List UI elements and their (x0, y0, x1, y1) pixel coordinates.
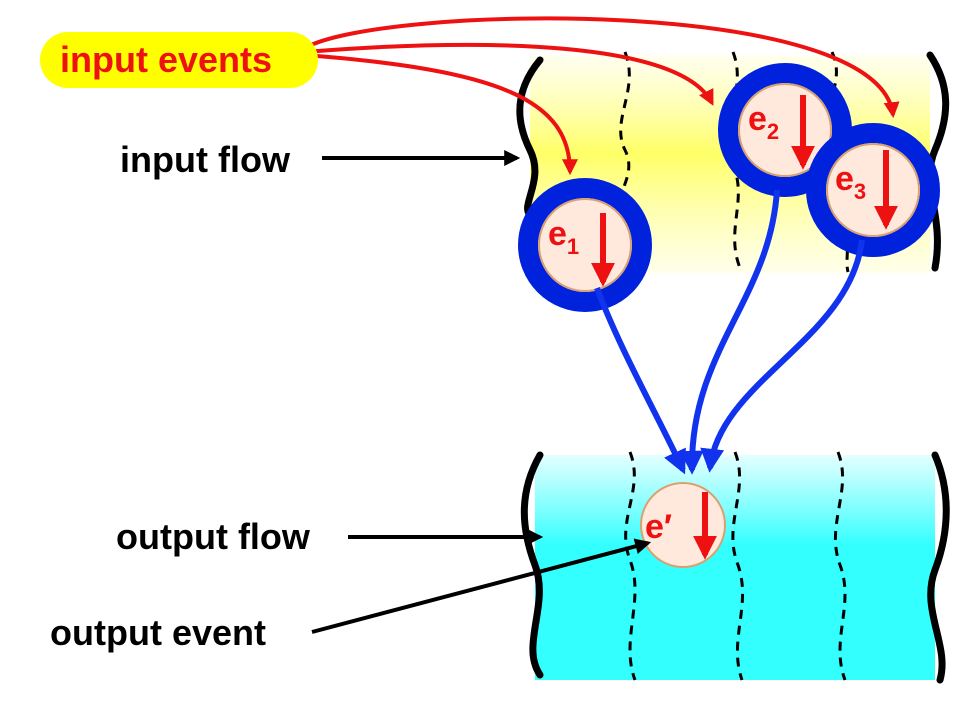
event-e2[interactable]: e2 (718, 63, 852, 197)
event-e1[interactable]: e1 (518, 178, 652, 312)
input-flow-label: input flow (120, 139, 291, 180)
output-flow-band (520, 451, 950, 684)
event-e3[interactable]: e3 (806, 123, 940, 257)
arrow-output-event-pointer (311, 538, 652, 634)
arrow-input-to-e2 (304, 42, 714, 106)
output-event-node[interactable]: e′ (640, 482, 726, 568)
arrow-e3-to-output (700, 239, 865, 473)
event-e3-label: e3 (835, 160, 866, 204)
input-events-badge[interactable]: input events (40, 32, 318, 88)
arrow-e2-to-output (679, 189, 780, 475)
arrow-input-to-e1 (304, 53, 578, 176)
output-flow-label: output flow (116, 516, 311, 557)
event-e2-label: e2 (748, 100, 779, 144)
output-event-label: output event (50, 612, 266, 653)
arrow-e1-to-output (594, 286, 686, 475)
output-event-node-label: e′ (645, 508, 672, 546)
input-events-label: input events (60, 39, 272, 80)
event-e1-label: e1 (548, 215, 579, 259)
arrow-input-to-e3 (304, 16, 900, 119)
